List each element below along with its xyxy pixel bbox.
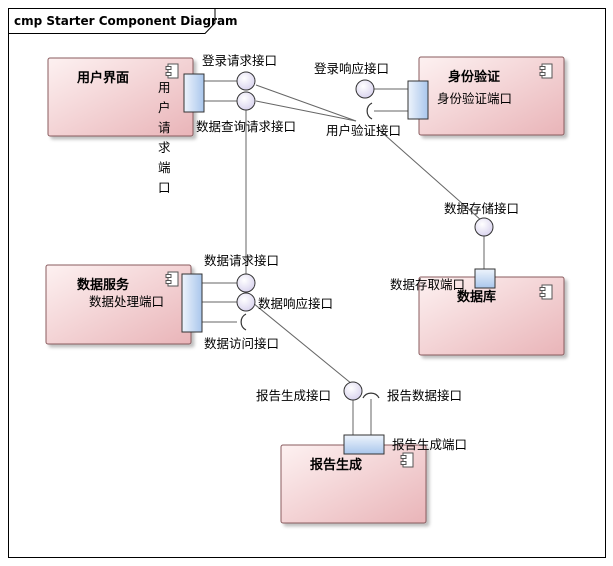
interface-data-query-request[interactable] <box>236 91 256 111</box>
component-user-ui[interactable]: 用户界面 <box>47 57 194 137</box>
component-auth[interactable]: 身份验证 <box>418 56 565 136</box>
label-data-response: 数据响应接口 <box>258 296 333 311</box>
label-data-access: 数据访问接口 <box>204 336 279 351</box>
frame-title: cmp Starter Component Diagram <box>14 14 238 28</box>
connector-verify-to-storage <box>376 127 483 222</box>
port-label-report-gen: 报告生成端口 <box>392 437 467 452</box>
interface-data-request[interactable] <box>236 273 256 293</box>
component-icon <box>539 284 553 300</box>
connector-user-verify <box>255 100 357 122</box>
component-icon <box>400 452 414 468</box>
port-user-request[interactable] <box>183 73 205 113</box>
label-user-verify: 用户验证接口 <box>326 123 401 138</box>
component-icon <box>165 271 179 287</box>
socket-report-data[interactable] <box>362 392 380 399</box>
component-database[interactable]: 数据库 <box>418 276 565 356</box>
port-data-process[interactable] <box>181 273 203 333</box>
connector-response-to-report <box>252 302 353 385</box>
port-auth[interactable] <box>407 80 429 120</box>
port-label-auth: 身份验证端口 <box>437 91 512 106</box>
label-login-response: 登录响应接口 <box>314 61 389 76</box>
port-label-user-request: 用户请求端口 <box>158 80 171 195</box>
component-icon <box>539 63 553 79</box>
component-icon <box>165 63 179 79</box>
label-report-data: 报告数据接口 <box>387 388 462 403</box>
port-db-access[interactable] <box>474 268 496 289</box>
component-name: 用户界面 <box>76 70 129 86</box>
label-data-request: 数据请求接口 <box>204 253 279 268</box>
connector-login <box>255 84 357 122</box>
component-report[interactable]: 报告生成 <box>280 444 427 524</box>
connectors <box>200 80 485 436</box>
label-report-gen: 报告生成接口 <box>256 388 331 403</box>
interface-data-storage[interactable] <box>474 217 494 237</box>
component-name: 报告生成 <box>310 457 362 473</box>
socket-user-verify[interactable] <box>366 102 373 120</box>
component-name: 数据服务 <box>77 277 130 293</box>
port-report-gen[interactable] <box>343 434 385 455</box>
component-name: 身份验证 <box>448 69 500 85</box>
socket-data-access[interactable] <box>240 313 247 331</box>
label-login-request: 登录请求接口 <box>202 53 277 68</box>
component-name: 数据库 <box>457 289 496 305</box>
port-label-db-access: 数据存取端口 <box>390 277 465 292</box>
port-label-data-process: 数据处理端口 <box>89 294 164 309</box>
label-data-storage: 数据存储接口 <box>444 201 519 216</box>
interface-login-response[interactable] <box>355 79 375 99</box>
interface-data-response[interactable] <box>236 292 256 312</box>
interface-login-request[interactable] <box>236 71 256 91</box>
component-data-service[interactable]: 数据服务 <box>45 264 192 345</box>
label-data-query-request: 数据查询请求接口 <box>196 119 296 134</box>
interface-report-gen[interactable] <box>343 381 363 401</box>
